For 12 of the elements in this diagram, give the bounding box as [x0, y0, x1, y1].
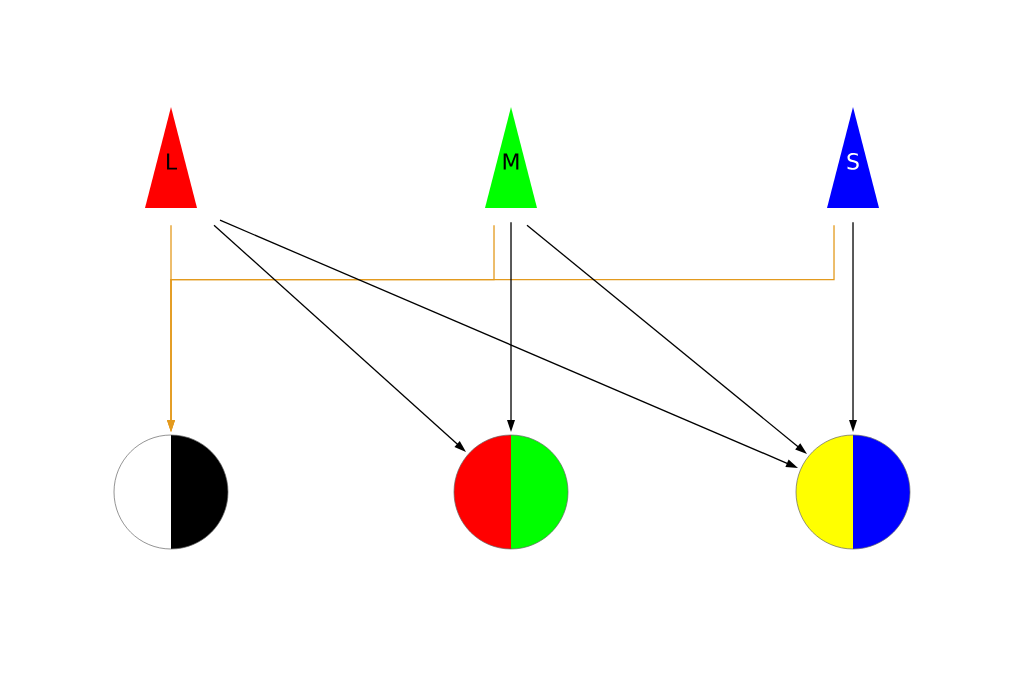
arrow	[507, 221, 515, 432]
arrow	[167, 224, 835, 432]
triangle-node: S	[827, 107, 879, 208]
arrow	[219, 219, 798, 468]
arrow	[849, 221, 857, 432]
split-circle	[453, 434, 569, 550]
arrow	[213, 224, 466, 452]
triangle-node: L	[145, 107, 197, 208]
arrow	[526, 224, 807, 454]
triangle-node: M	[485, 107, 537, 208]
split-circle	[113, 434, 229, 550]
split-circle	[795, 434, 911, 550]
